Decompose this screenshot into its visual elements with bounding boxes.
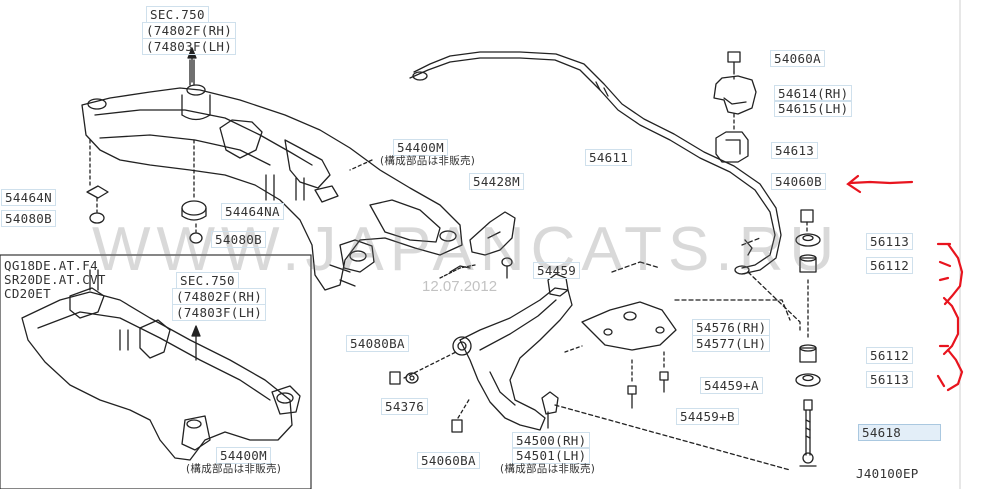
label-54464NA[interactable]: 54464NA (221, 203, 284, 220)
red-annotations (846, 174, 964, 392)
label-54611[interactable]: 54611 (585, 149, 633, 166)
label-54060B[interactable]: 54060B (771, 173, 826, 190)
label-54576[interactable]: 54576(RH) (692, 319, 771, 336)
front-subframe (81, 59, 463, 291)
label-54613[interactable]: 54613 (771, 142, 819, 159)
label-56112-top[interactable]: 56112 (866, 257, 914, 274)
label-56112-low[interactable]: 56112 (866, 347, 914, 364)
label-54428M[interactable]: 54428M (469, 173, 524, 190)
label-54618[interactable]: 54618 (858, 424, 941, 441)
label-54614[interactable]: 54614(RH) (774, 85, 853, 102)
label-54080BA[interactable]: 54080BA (346, 335, 409, 352)
label-54459[interactable]: 54459 (533, 262, 581, 279)
label-54400M-note: (構成部品は非販売) (380, 155, 476, 167)
label-sec750-inset[interactable]: SEC.750 (176, 272, 239, 289)
label-sec750-top[interactable]: SEC.750 (146, 6, 209, 23)
stabilizer-bar (409, 51, 782, 275)
label-56113-low[interactable]: 56113 (866, 371, 914, 388)
label-74802F-top[interactable]: (74802F(RH) (142, 22, 237, 39)
label-54459A[interactable]: 54459+A (700, 377, 763, 394)
label-74802F-inset[interactable]: (74802F(RH) (172, 288, 267, 305)
label-74803F-top[interactable]: (74803F(LH) (142, 38, 237, 55)
label-54577[interactable]: 54577(LH) (692, 335, 771, 352)
inset-subframe (21, 269, 301, 461)
label-54400M-inset-note: (構成部品は非販売) (186, 463, 282, 475)
watermark-date: 12.07.2012 (422, 278, 498, 295)
engine-variant-1: QG18DE.AT.F4 (4, 258, 98, 273)
label-54501[interactable]: 54501(LH) (512, 447, 591, 464)
label-54400M[interactable]: 54400M (393, 139, 448, 156)
label-54376[interactable]: 54376 (381, 398, 429, 415)
label-54464N[interactable]: 54464N (1, 189, 56, 206)
label-54500[interactable]: 54500(RH) (512, 432, 591, 449)
inset-frame (0, 254, 312, 489)
label-54080B-left[interactable]: 54080B (1, 210, 56, 227)
label-54060BA[interactable]: 54060BA (417, 452, 480, 469)
label-74803F-inset[interactable]: (74803F(LH) (172, 304, 267, 321)
label-54615[interactable]: 54615(LH) (774, 100, 853, 117)
label-56113-top[interactable]: 56113 (866, 233, 914, 250)
transverse-link (452, 273, 573, 431)
engine-variant-3: CD20ET (4, 286, 51, 301)
label-54500-note: (構成部品は非販売) (500, 463, 596, 475)
label-54060A[interactable]: 54060A (770, 50, 825, 67)
diagram-code: J40100EP (856, 466, 919, 481)
engine-variant-2: SR20DE.AT.CVT (4, 272, 106, 287)
label-54080B-mid[interactable]: 54080B (211, 231, 266, 248)
label-54400M-inset[interactable]: 54400M (216, 447, 271, 464)
label-54459B[interactable]: 54459+B (676, 408, 739, 425)
